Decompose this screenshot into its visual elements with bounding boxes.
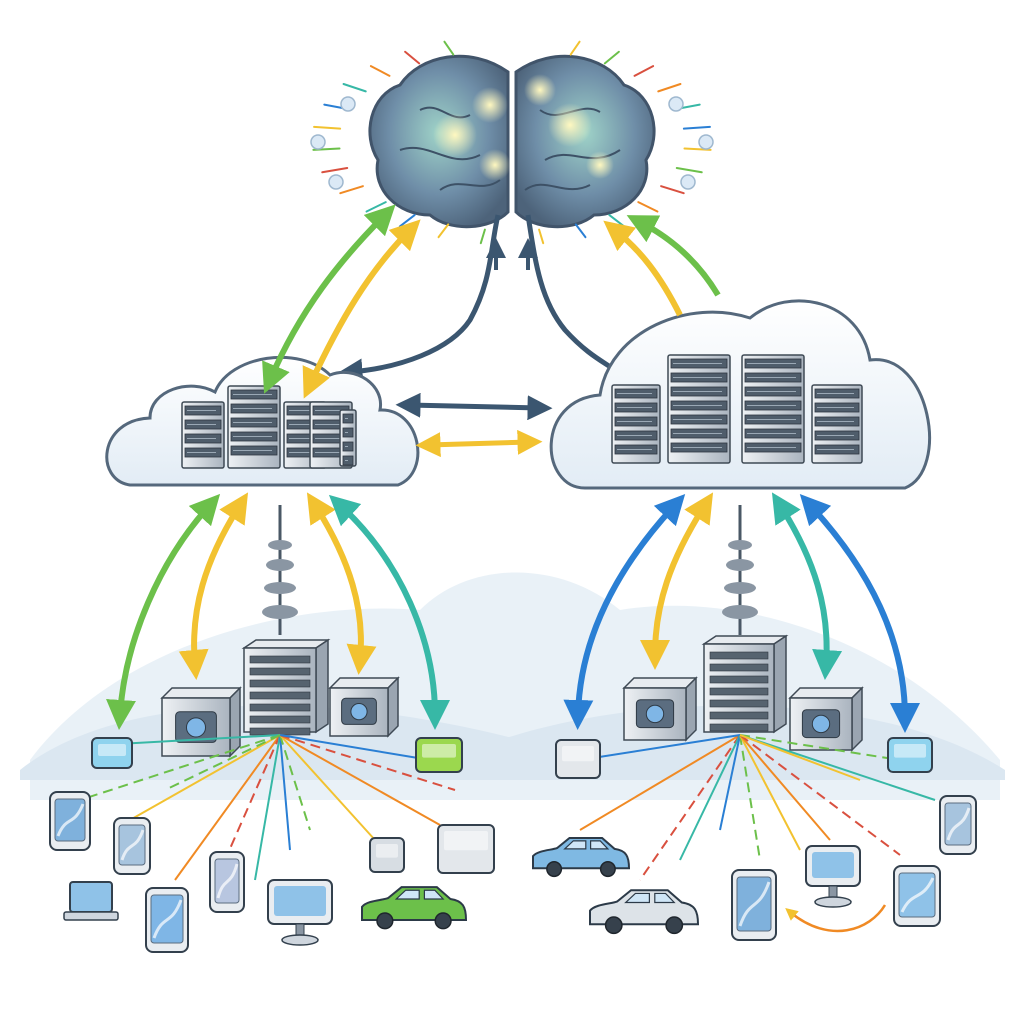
- brain-ray: [339, 185, 364, 195]
- edge-server-icon: [160, 686, 242, 758]
- cloud-link-arrow: [395, 392, 553, 421]
- cloud-icon: [549, 299, 932, 490]
- cell-tower-icon: [722, 505, 758, 635]
- brain-ray: [538, 228, 545, 245]
- brain-link-arrow: [626, 215, 721, 297]
- server-rack-icon: [741, 354, 805, 464]
- brain-ray: [637, 201, 659, 213]
- router-icon: [887, 737, 933, 773]
- edge-server-icon: [622, 676, 698, 742]
- cloud-right: [549, 299, 932, 490]
- brain-link-arrow: [302, 219, 421, 399]
- brain-ray: [369, 65, 391, 77]
- server-rack-icon: [811, 384, 863, 464]
- camera-icon: [369, 837, 405, 873]
- brain-ray: [608, 214, 626, 228]
- server-rack-icon: [181, 401, 225, 469]
- edge-link-arrow: [328, 494, 450, 730]
- device-links: [79, 734, 936, 933]
- signal-dot: [668, 96, 684, 112]
- edge-link-arrow: [640, 492, 714, 670]
- brain-ray: [342, 83, 367, 93]
- brain-ray: [675, 167, 703, 174]
- signal-dot: [328, 174, 344, 190]
- server-rack-icon: [227, 385, 281, 469]
- edge-server-icon: [788, 686, 864, 752]
- printer-icon: [437, 824, 495, 874]
- server-rack-icon: [339, 409, 357, 467]
- tablet-icon: [49, 791, 91, 851]
- cell-tower-icon: [262, 505, 298, 635]
- signal-dot: [310, 134, 326, 150]
- brain-ray: [682, 125, 711, 130]
- brain-ray: [569, 40, 581, 56]
- brain-ray: [365, 201, 387, 213]
- brain-ray: [443, 40, 455, 56]
- modem-icon: [415, 737, 463, 773]
- server-rack-icon: [611, 384, 661, 464]
- brain-ray: [398, 214, 416, 228]
- monitor-icon: [805, 845, 861, 908]
- monitor-icon: [267, 879, 333, 946]
- brain-rays: [310, 40, 714, 245]
- brain-ray: [479, 228, 486, 245]
- car-icon: [361, 886, 468, 930]
- tablet-icon: [893, 865, 941, 927]
- tablet-icon: [145, 887, 189, 953]
- vehicle-icon: [555, 739, 601, 779]
- brain-ray: [404, 50, 421, 65]
- brain-ray: [603, 50, 620, 65]
- signal-dot: [698, 134, 714, 150]
- server-rack-icon: [667, 354, 731, 464]
- laptop-icon: [63, 881, 119, 921]
- signal-dot: [340, 96, 356, 112]
- signal-dot: [680, 174, 696, 190]
- edge-server-icon: [328, 676, 400, 738]
- router-icon: [91, 737, 133, 769]
- car-icon: [532, 837, 631, 878]
- brain-ray: [660, 185, 685, 195]
- edge-server-icon: [241, 638, 331, 736]
- edge-link-arrow: [799, 493, 920, 733]
- brain-ray: [437, 223, 450, 239]
- smartphone-icon: [939, 795, 977, 855]
- brain-ray: [574, 223, 587, 239]
- car-icon: [589, 889, 700, 935]
- tablet-icon: [731, 869, 777, 941]
- smartphone-icon: [113, 817, 151, 875]
- cloud-link-arrow: [415, 429, 543, 458]
- brain-ray: [313, 125, 342, 130]
- cloud-left: [105, 355, 420, 487]
- edge-link-arrow: [178, 492, 249, 680]
- smartphone-icon: [209, 851, 245, 913]
- brain-ray: [633, 65, 655, 77]
- edge-server-icon: [701, 634, 789, 734]
- brain-icon: [337, 54, 656, 384]
- brain-ray: [321, 167, 349, 174]
- brain-ray: [657, 83, 682, 93]
- brain-link-arrow: [603, 220, 683, 317]
